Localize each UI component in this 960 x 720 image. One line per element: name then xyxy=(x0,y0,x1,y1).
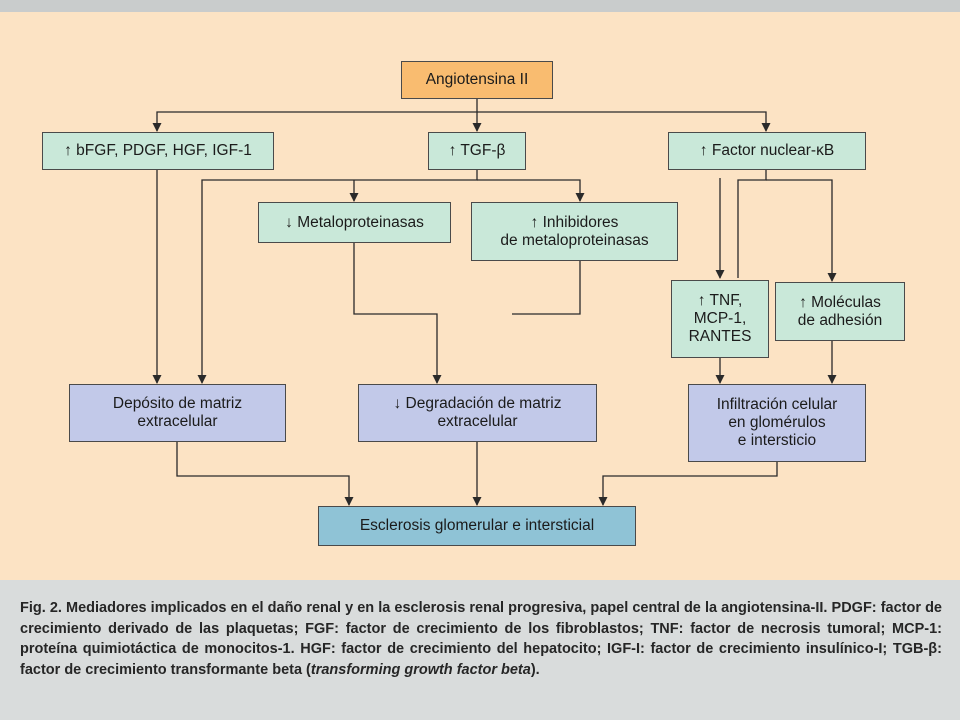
connector-tgf-to-matrix-deposit xyxy=(197,170,478,384)
nfkb-node: ↑ Factor nuclear-κB xyxy=(668,132,866,170)
matrix-deposit-node: Depósito de matriz extracelular xyxy=(69,384,286,442)
figure-caption: Fig. 2. Mediadores implicados en el daño… xyxy=(20,600,942,678)
caption-english-term: transforming growth factor beta xyxy=(310,661,531,678)
connector-metalloproteinases-to-degradation xyxy=(353,243,442,384)
connector-nfkb-to-adhesion xyxy=(766,179,837,282)
connector-lines xyxy=(152,98,837,506)
connector-nfkb-to-tnf xyxy=(720,170,767,278)
growth-factors-node: ↑ bFGF, PDGF, HGF, IGF-1 xyxy=(42,132,274,170)
angiotensin-node: Angiotensina II xyxy=(401,61,553,99)
connector-angiotensin-to-growth-factors xyxy=(152,98,478,132)
connector-matrix-deposit-to-sclerosis xyxy=(176,442,354,506)
tnf-node: ↑ TNF, MCP-1, RANTES xyxy=(671,280,769,358)
adhesion-node: ↑ Moléculas de adhesión xyxy=(775,282,905,341)
inhibitors-node: ↑ Inhibidores de metaloproteinasas xyxy=(471,202,678,261)
matrix-degradation-node: ↓ Degradación de matriz extracelular xyxy=(358,384,597,442)
connector-tgf-to-inhibitors xyxy=(477,179,585,202)
tgf-beta-node: ↑ TGF-β xyxy=(428,132,526,170)
infiltration-node: Infiltración celular en glomérulos e int… xyxy=(688,384,866,462)
connector-angiotensin-to-nfkb xyxy=(477,111,771,132)
caption-panel xyxy=(0,580,960,720)
connector-inhibitors-to-degradation xyxy=(512,261,581,315)
metalloproteinases-node: ↓ Metaloproteinasas xyxy=(258,202,451,243)
sclerosis-node: Esclerosis glomerular e intersticial xyxy=(318,506,636,546)
top-strip xyxy=(0,0,960,12)
connector-infiltration-to-sclerosis xyxy=(598,462,778,506)
